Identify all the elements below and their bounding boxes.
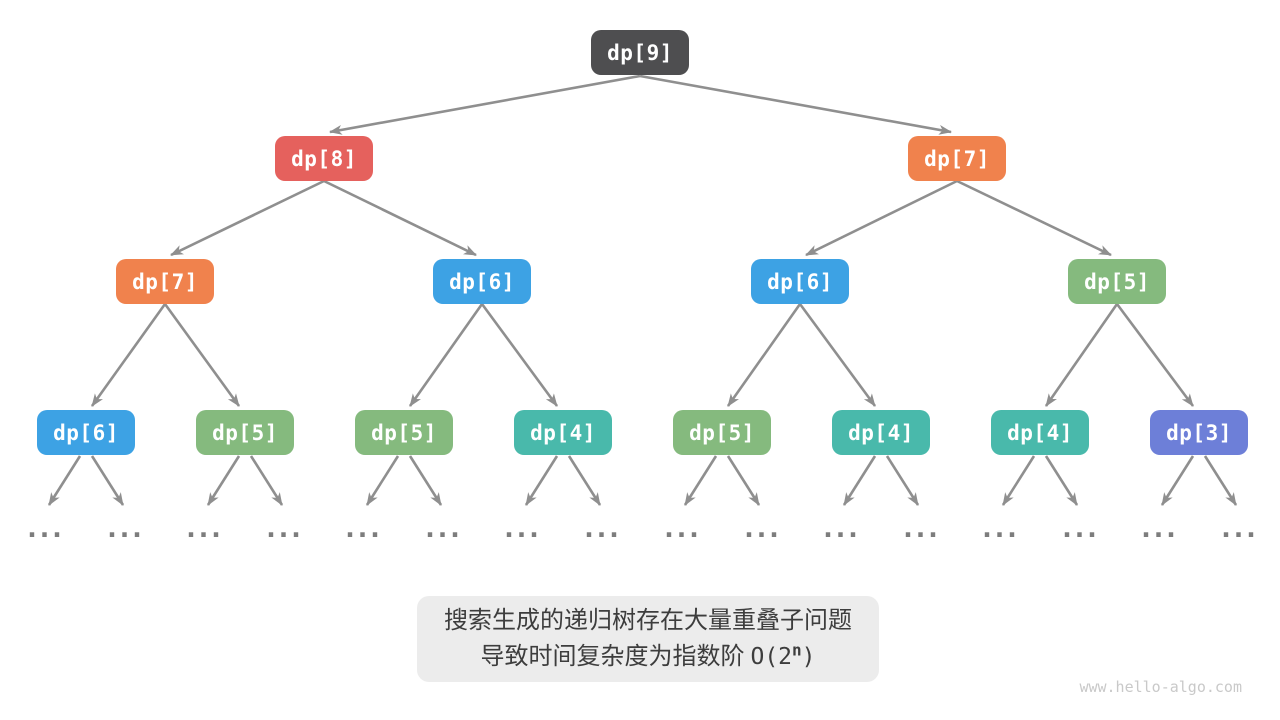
edge-line — [524, 455, 559, 506]
ellipsis: ... — [1141, 514, 1179, 543]
node-dp7: dp[7] — [116, 259, 214, 304]
edge-line — [47, 455, 82, 506]
node-dp5: dp[5] — [196, 410, 294, 455]
node-dp6: dp[6] — [433, 259, 531, 304]
edge-line — [1044, 303, 1119, 407]
edge-line — [567, 455, 602, 506]
node-dp6: dp[6] — [37, 410, 135, 455]
node-dp4: dp[4] — [991, 410, 1089, 455]
edge-line — [163, 303, 241, 407]
node-dp6: dp[6] — [751, 259, 849, 304]
ellipsis: ... — [823, 514, 861, 543]
node-dp4: dp[4] — [832, 410, 930, 455]
node-dp5: dp[5] — [1068, 259, 1166, 304]
node-dp9: dp[9] — [591, 30, 689, 75]
edge-line — [885, 455, 920, 506]
edge-line — [1044, 455, 1079, 506]
node-dp4: dp[4] — [514, 410, 612, 455]
edge-line — [956, 179, 1112, 257]
node-dp3: dp[3] — [1150, 410, 1248, 455]
edge-line — [90, 303, 167, 407]
complexity-formula: O(2n) — [750, 640, 816, 670]
edge-line — [90, 455, 125, 506]
ellipsis: ... — [1221, 514, 1259, 543]
node-dp5: dp[5] — [673, 410, 771, 455]
edge-line — [323, 179, 477, 257]
edge-line — [798, 303, 877, 407]
edge-line — [206, 455, 241, 506]
edge-line — [1203, 455, 1238, 506]
node-dp5: dp[5] — [355, 410, 453, 455]
watermark: www.hello-algo.com — [1079, 678, 1242, 696]
edge-line — [408, 303, 484, 407]
ellipsis: ... — [1062, 514, 1100, 543]
edge-line — [726, 455, 761, 506]
ellipsis: ... — [504, 514, 542, 543]
node-dp7: dp[7] — [908, 136, 1006, 181]
ellipsis: ... — [266, 514, 304, 543]
ellipsis: ... — [982, 514, 1020, 543]
edge-line — [1160, 455, 1195, 506]
edge-line — [408, 455, 443, 506]
edge-line — [805, 179, 958, 257]
edge-line — [249, 455, 284, 506]
edge-line — [365, 455, 400, 506]
node-dp8: dp[8] — [275, 136, 373, 181]
edge-line — [170, 179, 325, 257]
edge-line — [683, 455, 718, 506]
ellipsis: ... — [345, 514, 383, 543]
formula-superscript: n — [792, 640, 802, 660]
edge-line — [639, 74, 952, 135]
ellipsis: ... — [584, 514, 622, 543]
edge-line — [1115, 303, 1195, 407]
ellipsis: ... — [107, 514, 145, 543]
edge-line — [842, 455, 877, 506]
edge-line — [480, 303, 559, 407]
edge-line — [329, 74, 641, 135]
ellipsis: ... — [903, 514, 941, 543]
edge-line — [1001, 455, 1036, 506]
ellipsis: ... — [744, 514, 782, 543]
caption-line2-text: 导致时间复杂度为指数阶 — [480, 643, 745, 670]
caption-line1: 搜索生成的递归树存在大量重叠子问题 — [444, 607, 852, 634]
ellipsis: ... — [186, 514, 224, 543]
ellipsis: ... — [27, 514, 65, 543]
ellipsis: ... — [664, 514, 702, 543]
ellipsis: ... — [425, 514, 463, 543]
edge-line — [726, 303, 802, 407]
